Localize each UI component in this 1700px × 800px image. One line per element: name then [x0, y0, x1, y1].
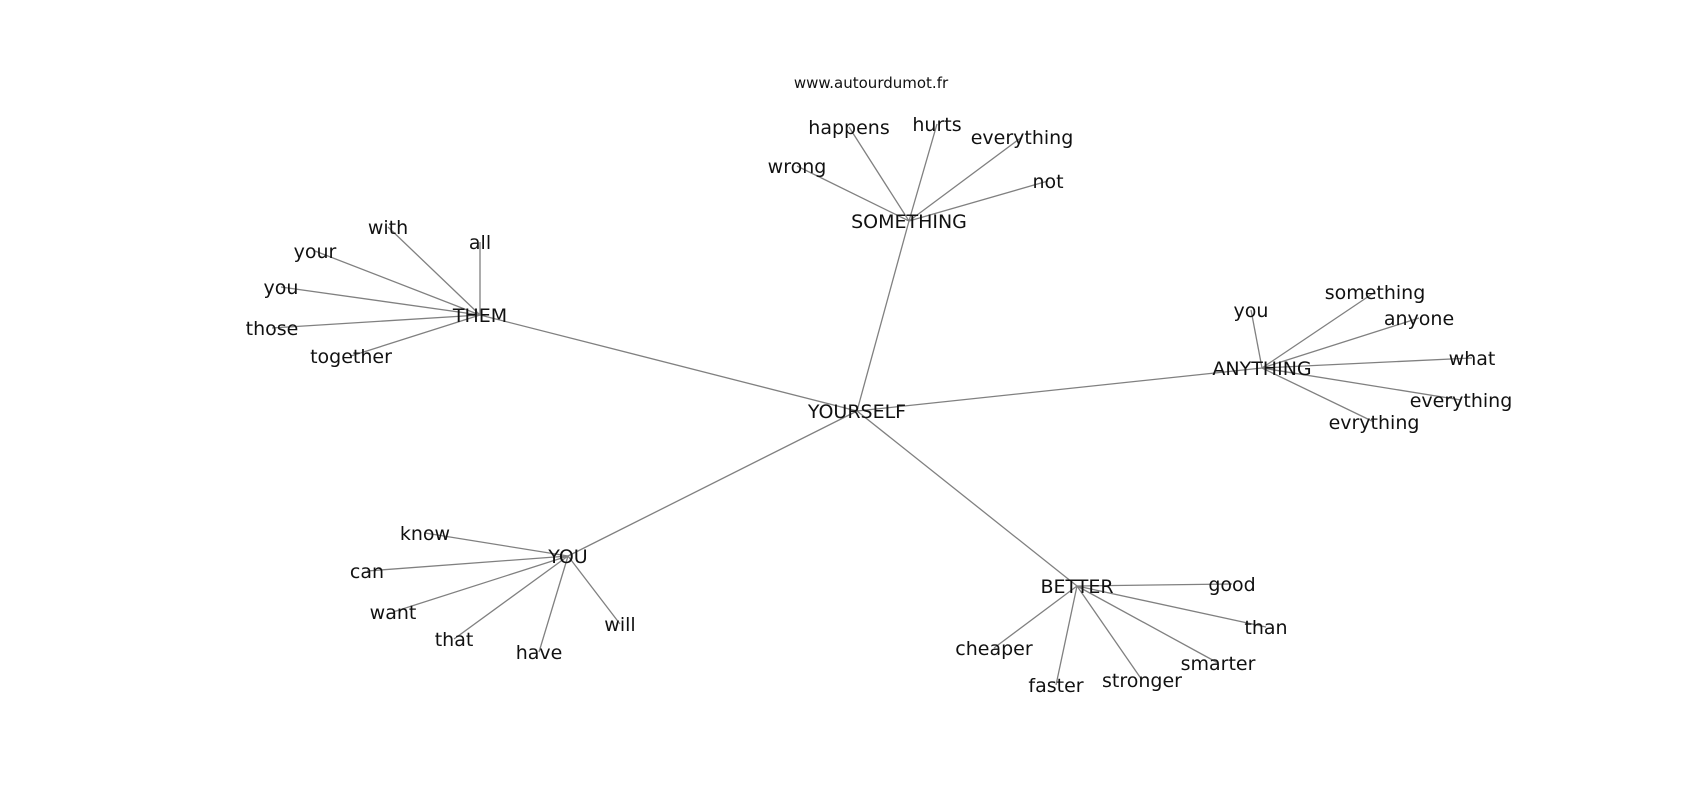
leaf-node-better-3: stronger	[1102, 670, 1182, 692]
graph-edges	[271, 123, 1473, 686]
leaf-node-you-3: that	[435, 629, 474, 651]
hub-node-something: SOMETHING	[851, 211, 967, 233]
edge-better-3	[1076, 585, 1143, 681]
edge-you-3	[453, 555, 569, 640]
leaf-node-anything-4: everything	[1410, 390, 1513, 412]
edge-center-something	[856, 220, 910, 412]
leaf-node-better-4: faster	[1028, 675, 1083, 697]
edge-center-anything	[856, 367, 1263, 412]
edge-you-4	[538, 555, 569, 653]
center-node-label: YOURSELF	[807, 401, 906, 423]
leaf-node-better-0: good	[1208, 574, 1255, 596]
leaf-node-you-4: have	[516, 642, 563, 664]
leaf-node-them-0: with	[368, 217, 408, 239]
edge-something-3	[796, 165, 910, 222]
leaf-node-them-1: all	[469, 232, 491, 254]
edge-anything-4	[1261, 367, 1462, 401]
leaf-node-them-2: your	[294, 241, 337, 263]
leaf-node-them-5: together	[310, 346, 392, 368]
edge-center-better	[856, 410, 1078, 587]
edge-something-0	[848, 126, 910, 222]
edge-center-them	[479, 314, 858, 412]
edge-them-5	[350, 314, 481, 357]
leaf-node-something-4: not	[1032, 171, 1063, 193]
edge-better-1	[1076, 585, 1267, 628]
edge-anything-5	[1261, 367, 1375, 423]
leaf-node-you-5: will	[604, 614, 635, 636]
leaf-node-better-1: than	[1244, 617, 1287, 639]
edge-center-you	[567, 410, 858, 557]
edge-something-2	[908, 136, 1023, 222]
leaf-node-anything-0: you	[1234, 300, 1269, 322]
leaf-node-something-2: everything	[971, 127, 1074, 149]
watermark-text: www.autourdumot.fr	[794, 74, 949, 92]
edge-better-2	[1076, 585, 1219, 664]
leaf-node-better-5: cheaper	[955, 638, 1033, 660]
hub-node-better: BETTER	[1040, 576, 1113, 598]
edge-anything-2	[1261, 317, 1420, 369]
leaf-node-anything-3: what	[1449, 348, 1496, 370]
edge-them-3	[280, 286, 481, 316]
edge-better-4	[1055, 585, 1078, 686]
leaf-node-you-1: can	[350, 561, 384, 583]
edge-anything-3	[1261, 357, 1473, 369]
leaf-node-something-1: hurts	[912, 114, 961, 136]
leaf-node-something-3: wrong	[768, 156, 827, 178]
edge-you-1	[366, 555, 569, 572]
edge-you-2	[392, 555, 569, 613]
edge-them-2	[314, 250, 481, 316]
leaf-node-anything-5: evrything	[1329, 412, 1420, 434]
leaf-node-anything-1: something	[1325, 282, 1426, 304]
edge-anything-1	[1261, 291, 1376, 369]
edge-something-1	[908, 123, 938, 222]
edge-them-0	[387, 226, 481, 316]
graph-labels: www.autourdumot.fr YOURSELF SOMETHING happ…	[246, 74, 1513, 697]
edge-you-5	[567, 555, 621, 625]
edge-something-4	[908, 180, 1049, 222]
leaf-node-something-0: happens	[808, 117, 889, 139]
edge-them-4	[271, 314, 481, 329]
leaf-node-them-4: those	[246, 318, 299, 340]
leaf-node-you-0: know	[400, 523, 450, 545]
leaf-node-them-3: you	[264, 277, 299, 299]
leaf-node-anything-2: anyone	[1384, 308, 1454, 330]
edge-better-0	[1076, 583, 1233, 587]
leaf-node-better-2: smarter	[1181, 653, 1256, 675]
leaf-node-you-2: want	[370, 602, 417, 624]
edge-anything-0	[1250, 309, 1263, 369]
edge-you-0	[424, 532, 569, 557]
hub-node-anything: ANYTHING	[1212, 358, 1311, 380]
edge-better-5	[993, 585, 1078, 649]
hub-node-them: THEM	[452, 305, 507, 327]
hub-node-you: YOU	[547, 546, 587, 568]
